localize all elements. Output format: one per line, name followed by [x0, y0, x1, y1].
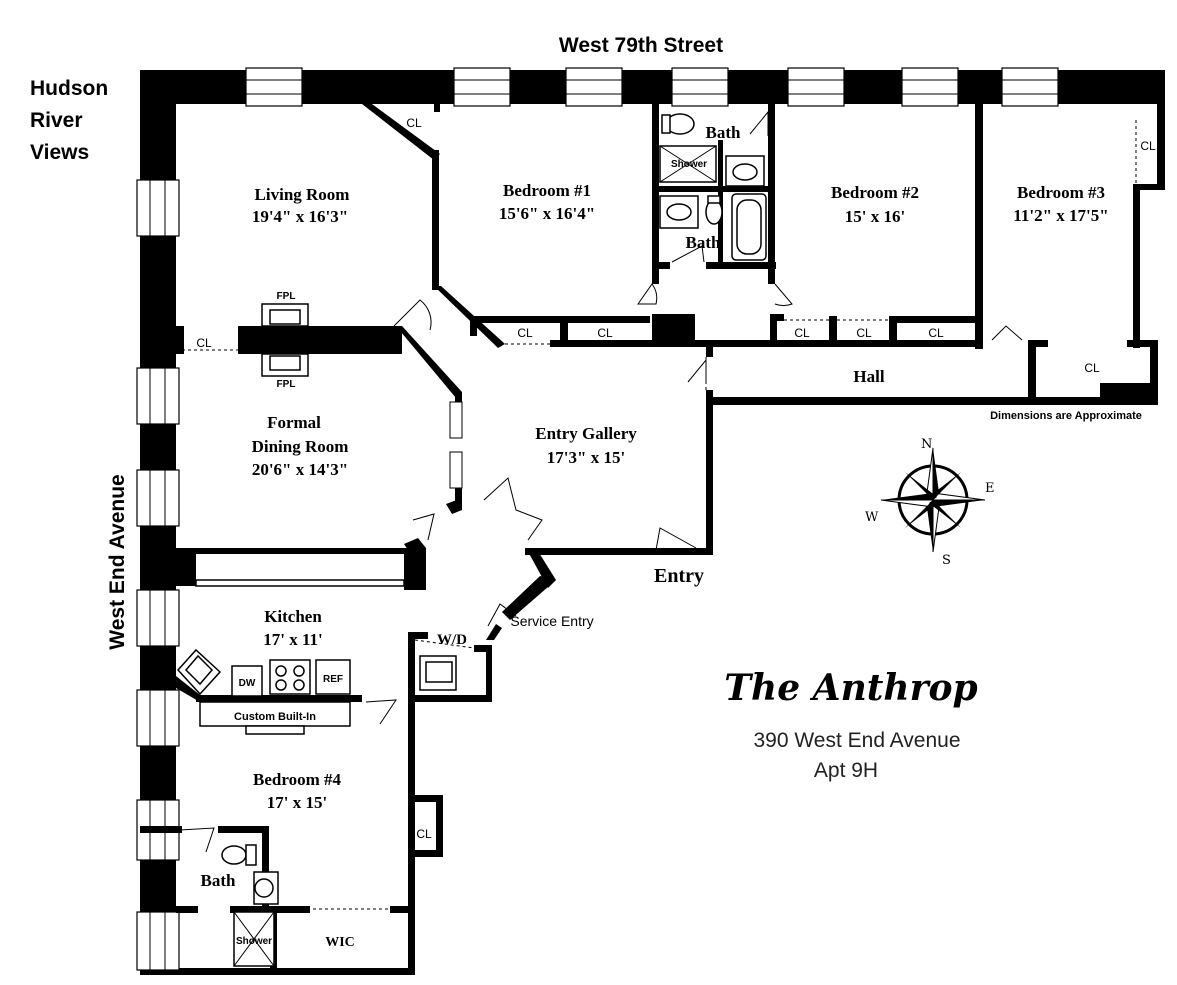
west-street-label: West End Avenue — [106, 474, 129, 649]
closet-label-bed3: CL — [1140, 139, 1156, 153]
dining-name-1: Formal — [267, 413, 321, 432]
building-address: 390 West End Avenue — [753, 729, 960, 752]
bedroom1-dims: 15'6" x 16'4" — [499, 204, 595, 223]
gallery-dims: 17'3" x 15' — [547, 448, 625, 467]
bedroom3-dims: 11'2" x 17'5" — [1013, 206, 1108, 225]
north-street-label: West 79th Street — [559, 34, 723, 57]
views-line-3: Views — [30, 141, 89, 164]
closet-label-hall-end: CL — [1084, 361, 1100, 375]
views-line-1: Hudson — [30, 77, 108, 100]
living-room-name: Living Room — [255, 185, 350, 204]
gallery-name: Entry Gallery — [535, 424, 637, 443]
compass-e: E — [985, 481, 995, 496]
shower-label-1: Shower — [671, 159, 707, 170]
fpl-label-bottom: FPL — [277, 379, 296, 390]
wic-label: WIC — [325, 935, 355, 950]
interior-walls — [140, 100, 1158, 974]
custom-builtin-label: Custom Built-In — [234, 711, 316, 723]
bedroom2-name: Bedroom #2 — [831, 183, 919, 202]
bedroom4-dims: 17' x 15' — [267, 793, 327, 812]
service-entry-label: Service Entry — [510, 613, 593, 629]
bedroom3-name: Bedroom #3 — [1017, 183, 1105, 202]
kitchen-name: Kitchen — [264, 607, 322, 626]
compass-rose — [880, 447, 986, 553]
fixtures — [176, 113, 767, 967]
dining-name-2: Dining Room — [252, 437, 349, 456]
building-name: The Anthrop — [724, 667, 977, 709]
wd-label: W/D — [437, 632, 467, 648]
dimensions-note: Dimensions are Approximate — [990, 410, 1142, 422]
compass-s: S — [942, 553, 951, 568]
shower-label-4: Shower — [236, 936, 272, 947]
bath-1-label: Bath — [706, 123, 742, 142]
hall-label: Hall — [853, 367, 884, 386]
building-apt: Apt 9H — [814, 759, 878, 782]
dining-dims: 20'6" x 14'3" — [252, 460, 348, 479]
doors — [179, 110, 1023, 853]
bath-2-label: Bath — [686, 233, 722, 252]
fpl-label-top: FPL — [277, 291, 296, 302]
closet-label-bed4: CL — [416, 827, 432, 841]
closet-label-hall-3: CL — [794, 326, 810, 340]
living-room-dims: 19'4" x 16'3" — [252, 207, 348, 226]
closet-label-hall-5: CL — [928, 326, 944, 340]
kitchen-dims: 17' x 11' — [263, 630, 323, 649]
closet-label-hall-1: CL — [517, 326, 533, 340]
compass-w: W — [865, 510, 879, 525]
closet-label-hall-4: CL — [856, 326, 872, 340]
entry-label: Entry — [654, 565, 704, 587]
ref-label: REF — [323, 674, 343, 685]
dw-label: DW — [239, 678, 256, 689]
windows — [136, 67, 1059, 971]
closet-label-dining: CL — [196, 336, 212, 350]
bedroom2-dims: 15' x 16' — [845, 207, 905, 226]
views-line-2: River — [30, 109, 83, 132]
closet-label-living: CL — [406, 116, 422, 130]
bath-4-label: Bath — [201, 871, 237, 890]
compass-n: N — [921, 437, 932, 452]
bedroom1-name: Bedroom #1 — [503, 181, 591, 200]
bedroom4-name: Bedroom #4 — [253, 770, 341, 789]
closet-label-hall-2: CL — [597, 326, 613, 340]
